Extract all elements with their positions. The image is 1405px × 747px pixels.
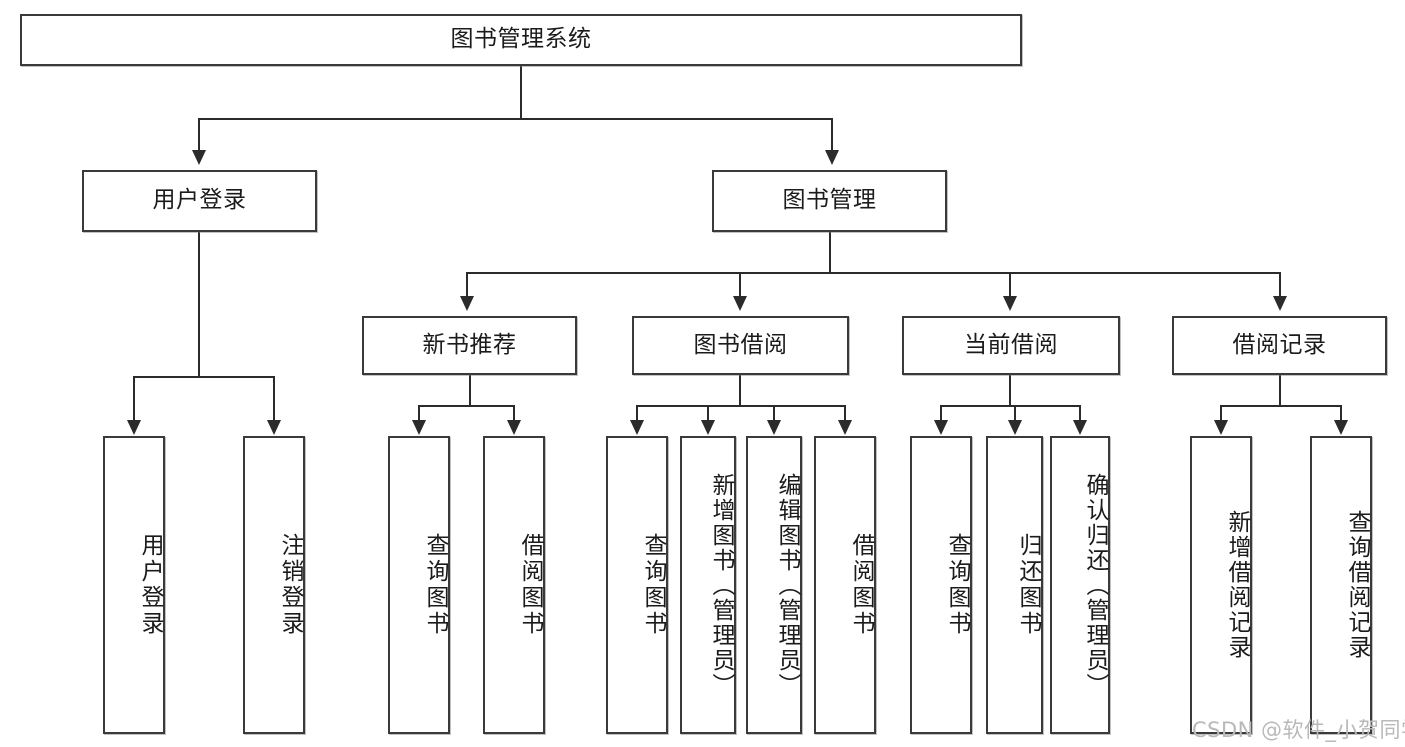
arrowhead-leaf-query-book-borrow [630,420,644,435]
arrowhead-current-borrow [1003,296,1017,311]
node-leaf-user-login[interactable]: 用户登录 [103,436,165,734]
arrowhead-leaf-logout [267,420,281,435]
arrowhead-book-manage [825,150,839,165]
connector-nbr-to-leaf1 [418,405,420,420]
node-root-system[interactable]: 图书管理系统 [20,14,1022,66]
arrowhead-leaf-query-book-rec [412,420,426,435]
arrowhead-leaf-query-book-cur [934,420,948,435]
connector-to-new-book-recommend [466,272,468,296]
arrowhead-book-borrow [733,296,747,311]
node-new-book-recommend[interactable]: 新书推荐 [362,316,577,375]
arrowhead-leaf-user-login [127,420,141,435]
node-leaf-query-book-rec-label: 查询图书 [422,533,448,637]
connector-user-login-to-leaf2 [273,376,275,420]
arrowhead-leaf-edit-book-admin [767,420,781,435]
node-leaf-logout[interactable]: 注销登录 [243,436,305,734]
node-root-system-label: 图书管理系统 [450,26,592,53]
connector-book-borrow-bus [636,405,845,407]
connector-br-to-leaf1 [1220,405,1222,420]
node-leaf-confirm-return-admin[interactable]: 确认归还（管理员） [1050,436,1110,734]
connector-new-book-recommend-stem [469,375,471,405]
node-leaf-edit-book-admin-label: 编辑图书（管理员） [774,472,800,698]
connector-bb-to-leaf3 [773,405,775,420]
node-user-login[interactable]: 用户登录 [82,170,317,232]
node-user-login-label: 用户登录 [152,187,247,214]
node-leaf-edit-book-admin[interactable]: 编辑图书（管理员） [746,436,802,734]
node-leaf-user-login-label: 用户登录 [137,533,163,637]
node-leaf-logout-label: 注销登录 [277,533,303,637]
connector-new-book-recommend-bus [418,405,515,407]
node-leaf-query-book-cur[interactable]: 查询图书 [910,436,972,734]
arrowhead-new-book-recommend [460,296,474,311]
arrowhead-leaf-borrow-book [838,420,852,435]
node-leaf-borrow-book[interactable]: 借阅图书 [814,436,876,734]
connector-book-manage-stem [829,232,831,272]
connector-book-manage-bus [466,272,1280,274]
connector-bb-to-leaf1 [636,405,638,420]
connector-cb-to-leaf3 [1079,405,1081,420]
connector-current-borrow-bus [940,405,1080,407]
node-leaf-query-book-borrow-label: 查询图书 [640,533,666,637]
connector-to-current-borrow [1009,272,1011,296]
node-current-borrow-label: 当前借阅 [964,331,1058,358]
node-new-book-recommend-label: 新书推荐 [422,331,517,358]
connector-root-stem [520,66,522,118]
connector-cb-to-leaf1 [940,405,942,420]
connector-user-login-bus [133,376,274,378]
arrowhead-leaf-borrow-book-rec [507,420,521,435]
connector-bb-to-leaf4 [844,405,846,420]
node-leaf-query-borrow-record[interactable]: 查询借阅记录 [1310,436,1372,734]
connector-nbr-to-leaf2 [513,405,515,420]
connector-root-to-user-login [198,118,200,150]
node-book-manage-label: 图书管理 [782,187,877,214]
connector-bb-to-leaf2 [707,405,709,420]
connector-root-bus [198,118,832,120]
node-leaf-query-book-rec[interactable]: 查询图书 [388,436,450,734]
connector-user-login-to-leaf1 [133,376,135,420]
arrowhead-borrow-record [1273,296,1287,311]
node-leaf-add-book-admin-label: 新增图书（管理员） [708,472,734,698]
node-borrow-record[interactable]: 借阅记录 [1172,316,1387,375]
node-leaf-borrow-book-rec[interactable]: 借阅图书 [483,436,545,734]
node-leaf-add-book-admin[interactable]: 新增图书（管理员） [680,436,736,734]
node-leaf-add-borrow-record-label: 新增借阅记录 [1224,510,1250,660]
node-leaf-query-book-cur-label: 查询图书 [944,533,970,637]
arrowhead-leaf-query-borrow-record [1334,420,1348,435]
node-leaf-confirm-return-admin-label: 确认归还（管理员） [1082,472,1108,698]
node-book-borrow-label: 图书借阅 [693,331,788,358]
arrowhead-leaf-add-book-admin [701,420,715,435]
arrowhead-leaf-add-borrow-record [1214,420,1228,435]
connector-book-borrow-stem [739,375,741,405]
arrowhead-leaf-return-book [1008,420,1022,435]
connector-user-login-stem [198,232,200,376]
node-book-borrow[interactable]: 图书借阅 [632,316,849,375]
node-current-borrow[interactable]: 当前借阅 [902,316,1120,375]
connector-root-to-book-manage [831,118,833,150]
connector-br-to-leaf2 [1340,405,1342,420]
connector-cb-to-leaf2 [1014,405,1016,420]
connector-borrow-record-stem [1279,375,1281,405]
node-leaf-borrow-book-label: 借阅图书 [848,533,874,637]
node-book-manage[interactable]: 图书管理 [712,170,947,232]
node-leaf-query-book-borrow[interactable]: 查询图书 [606,436,668,734]
node-leaf-return-book[interactable]: 归还图书 [986,436,1043,734]
arrowhead-user-login [192,150,206,165]
node-leaf-query-borrow-record-label: 查询借阅记录 [1344,510,1370,660]
node-leaf-add-borrow-record[interactable]: 新增借阅记录 [1190,436,1252,734]
connector-borrow-record-bus [1220,405,1342,407]
node-borrow-record-label: 借阅记录 [1232,331,1327,358]
arrowhead-leaf-confirm-return-admin [1073,420,1087,435]
connector-to-borrow-record [1279,272,1281,296]
node-leaf-borrow-book-rec-label: 借阅图书 [517,533,543,637]
connector-to-book-borrow [739,272,741,296]
node-leaf-return-book-label: 归还图书 [1015,533,1041,637]
connector-current-borrow-stem [1009,375,1011,405]
